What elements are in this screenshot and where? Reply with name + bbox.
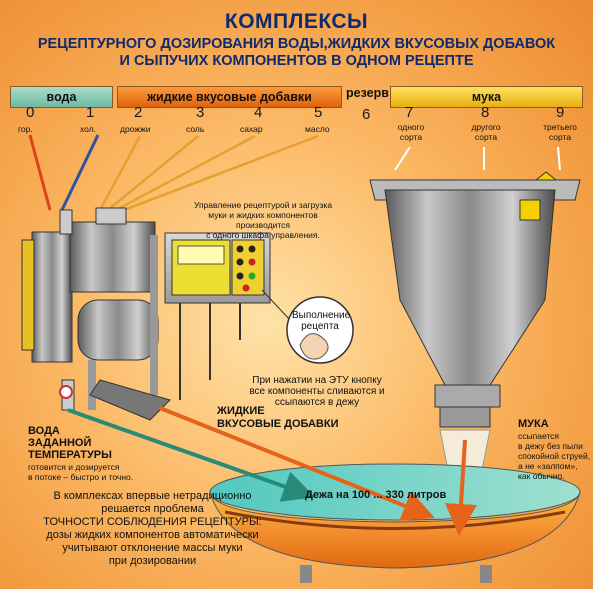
liquids-label: ЖИДКИЕ ВКУСОВЫЕ ДОБАВКИ	[217, 405, 339, 430]
sub-hot: гор.	[18, 124, 33, 134]
execute-button-label: Выполнение рецепта	[292, 310, 351, 332]
sub-sugar: сахар	[240, 124, 263, 134]
num-6: 6	[362, 106, 371, 123]
water-bar-label: вода	[46, 90, 77, 104]
num-3: 3	[196, 104, 205, 121]
flour-bar: мука	[390, 86, 583, 108]
num-0: 0	[26, 104, 35, 121]
execute-button-callout	[261, 289, 354, 364]
water-label: ВОДА ЗАДАННОЙ ТЕМПЕРАТУРЫ	[28, 425, 112, 461]
sub-cold: хол.	[80, 124, 97, 134]
title-main: КОМПЛЕКСЫ	[224, 10, 369, 33]
water-bar: вода	[10, 86, 113, 108]
water-note: готовится и дозируется в потоке – быстро…	[28, 462, 134, 482]
num-9: 9	[556, 104, 565, 121]
bottom-text: В комплексах впервые нетрадиционно решае…	[43, 490, 262, 567]
num-4: 4	[254, 104, 263, 121]
flour-hopper	[369, 171, 581, 481]
num-8: 8	[481, 104, 490, 121]
liquids-bar-label: жидкие вкусовые добавки	[147, 90, 312, 104]
num-1: 1	[86, 104, 95, 121]
sub-flour-2: другого сорта	[471, 122, 501, 142]
bowl-label: Дежа на 100 ... 330 литров	[305, 489, 447, 501]
title-line-2: РЕЦЕПТУРНОГО ДОЗИРОВАНИЯ ВОДЫ,ЖИДКИХ ВКУ…	[37, 36, 556, 52]
liquid-dosing-unit	[21, 207, 171, 421]
num-2: 2	[134, 104, 143, 121]
flour-label: МУКА	[518, 418, 549, 430]
sub-flour-1: одного сорта	[397, 122, 425, 142]
num-5: 5	[314, 104, 323, 121]
button-note: При нажатии на ЭТУ кнопку все компоненты…	[249, 375, 385, 408]
sub-oil: масло	[305, 124, 330, 134]
flour-note: ссыпается в дежу без пыли спокойной стру…	[518, 431, 591, 481]
reserve-label: резерв	[346, 86, 389, 100]
flour-bar-label: мука	[471, 90, 502, 104]
liquids-bar: жидкие вкусовые добавки	[117, 86, 342, 108]
control-cabinet	[164, 232, 271, 400]
control-note: Управление рецептурой и загрузка муки и …	[193, 200, 333, 240]
title-line-3: И СЫПУЧИХ КОМПОНЕНТОВ В ОДНОМ РЕЦЕПТЕ	[119, 53, 474, 69]
sub-yeast: дрожжи	[120, 124, 151, 134]
sub-flour-3: третьего сорта	[543, 122, 577, 142]
num-7: 7	[405, 104, 414, 121]
sub-salt: соль	[186, 124, 205, 134]
supply-arrows	[28, 134, 561, 212]
flow-arrows	[67, 406, 477, 536]
